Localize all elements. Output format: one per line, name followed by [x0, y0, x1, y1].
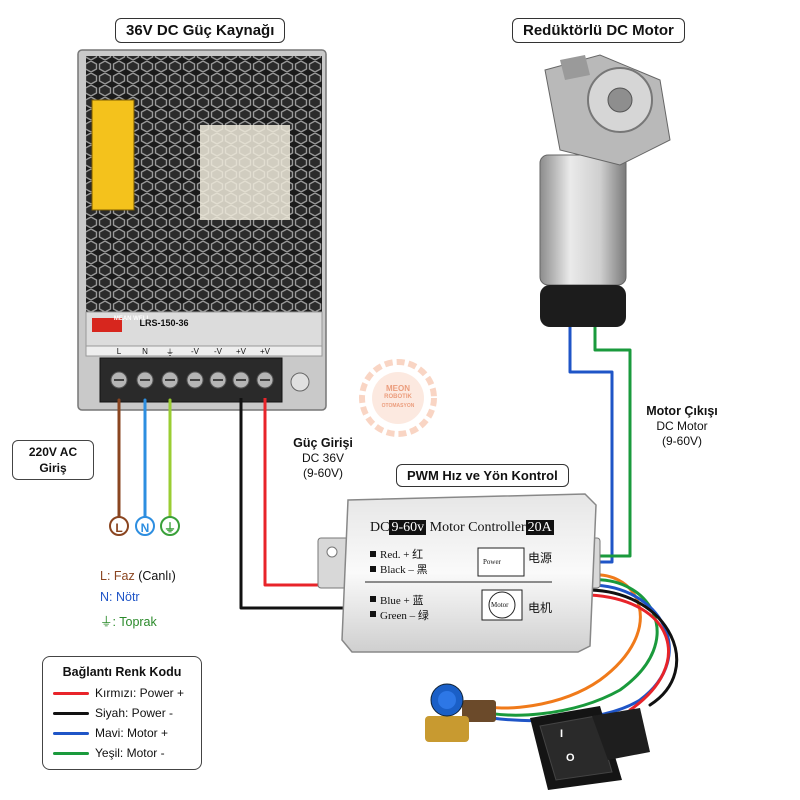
- power-input-label: Güç Girişi DC 36V (9-60V): [283, 436, 363, 481]
- motor-title: Redüktörlü DC Motor: [512, 18, 685, 43]
- pwm-controller: [317, 493, 601, 653]
- watermark-logo: [359, 359, 437, 437]
- geared-dc-motor: [539, 54, 671, 327]
- legend-text: Kırmızı: Power +: [95, 686, 185, 700]
- controller-voltage: 9-60v: [389, 520, 427, 535]
- motor-output-label: Motor Çıkışı DC Motor (9-60V): [640, 404, 724, 449]
- legend-swatch: [53, 712, 89, 715]
- psu-terminal-label: +V: [235, 347, 246, 356]
- controller-green-label: Green – 绿: [380, 610, 429, 622]
- ground-icon: ⏚: [100, 615, 113, 629]
- legend-swatch: [53, 732, 89, 735]
- legend-title: Bağlantı Renk Kodu: [62, 665, 182, 679]
- legend-text: Mavi: Motor +: [95, 726, 169, 740]
- psu-terminal-label: -V: [191, 347, 199, 356]
- switch-off-mark: O: [566, 752, 575, 764]
- controller-motor-box: Motor: [491, 601, 509, 609]
- psu-title: 36V DC Güç Kaynağı: [115, 18, 286, 43]
- voltage-trimpot: [290, 372, 310, 392]
- psu-terminal-label: L: [116, 347, 122, 356]
- switch-on-mark: I: [560, 728, 564, 740]
- controller-dc: DC: [370, 520, 390, 535]
- ac-legend-l: L: Faz (Canlı): [100, 569, 176, 583]
- power-input-title: Güç Girişi: [293, 436, 353, 450]
- motor-output-type: DC Motor: [656, 419, 708, 433]
- controller-current: 20A: [525, 520, 554, 535]
- motor-output-range: (9-60V): [661, 434, 702, 448]
- meanwell-logo: [92, 318, 122, 332]
- motor-output-title: Motor Çıkışı: [646, 404, 718, 418]
- controller-red-label: Red. + 红: [380, 549, 424, 561]
- ac-legend-l-prefix: L: Faz: [100, 569, 135, 583]
- controller-blue-label: Blue + 蓝: [380, 595, 424, 607]
- psu-terminal-label: +V: [259, 347, 270, 356]
- ac-input-voltage: 220V AC: [28, 445, 78, 459]
- psu-brand: MEAN WELL: [113, 316, 151, 322]
- watermark-line2: ROBOTIK: [384, 394, 412, 400]
- legend-swatch: [53, 692, 89, 695]
- power-input-voltage: DC 36V: [301, 451, 345, 465]
- legend-text: Siyah: Power -: [95, 706, 174, 720]
- controller-name: Motor Controller: [429, 520, 526, 535]
- speed-potentiometer: [425, 683, 496, 742]
- legend-text: Yeşil: Motor -: [95, 746, 165, 760]
- ac-terminal-l: L: [109, 516, 129, 536]
- psu-terminal-label: ⏚: [166, 348, 174, 357]
- ac-input-text: Giriş: [39, 461, 67, 475]
- ac-legend-ground-text: : Toprak: [112, 615, 157, 629]
- ac-legend-n: N: Nötr: [100, 590, 140, 604]
- watermark-text: MEON ROBOTIK OTOMASYON: [368, 384, 428, 411]
- color-code-legend: Bağlantı Renk Kodu Kırmızı: Power + Siya…: [42, 656, 202, 770]
- controller-power-cn: 电源: [528, 551, 553, 565]
- ac-legend-l-suffix: (Canlı): [134, 569, 176, 583]
- watermark-line1: MEON: [386, 384, 410, 393]
- power-supply: [77, 49, 327, 411]
- warning-label: [91, 99, 135, 211]
- psu-terminal-label: N: [142, 347, 148, 356]
- ac-terminal-n: N: [135, 516, 155, 536]
- watermark-line3: OTOMASYON: [381, 403, 415, 409]
- legend-swatch: [53, 752, 89, 755]
- ac-wires: [117, 398, 172, 520]
- controller-motor-cn: 电机: [528, 601, 553, 615]
- motor-wires: [568, 327, 632, 564]
- power-input-range: (9-60V): [302, 466, 343, 480]
- controller-power-box: Power: [483, 558, 501, 566]
- pwm-title: PWM Hız ve Yön Kontrol: [396, 464, 569, 487]
- controller-black-label: Black – 黑: [380, 564, 428, 576]
- ac-terminal-ground: ⏚: [160, 516, 180, 536]
- ac-legend-ground: ⏚: Toprak: [100, 611, 157, 630]
- ac-input-label: 220V AC Giriş: [12, 440, 94, 480]
- psu-terminal-label: -V: [214, 347, 222, 356]
- direction-switch: [530, 706, 650, 790]
- psu-model: LRS-150-36: [139, 318, 189, 328]
